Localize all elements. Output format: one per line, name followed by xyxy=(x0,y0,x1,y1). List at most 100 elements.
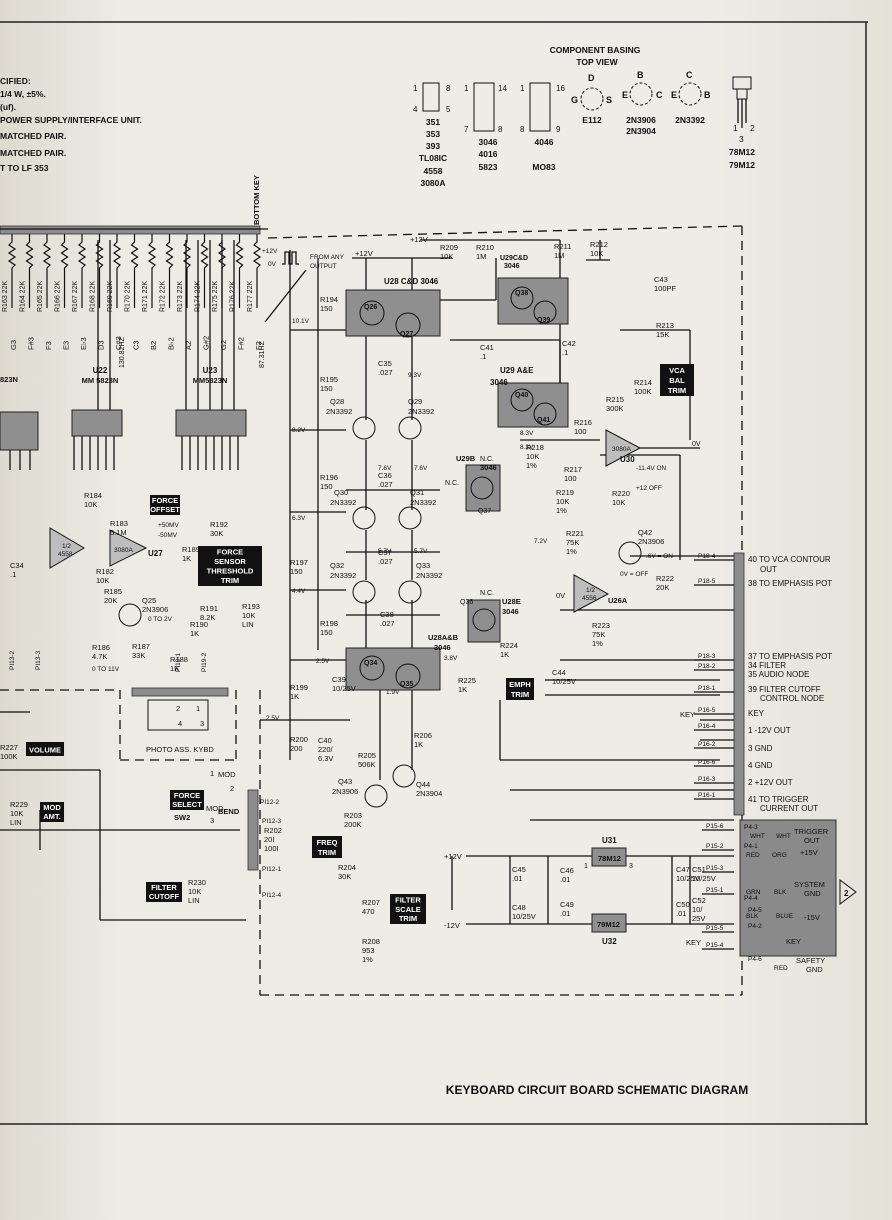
voltage-label: 7.2V xyxy=(534,538,548,545)
svg-text:Q35: Q35 xyxy=(400,681,413,688)
svg-text:3046: 3046 xyxy=(490,378,508,387)
svg-text:FREQ: FREQ xyxy=(317,838,338,847)
svg-text:KEY: KEY xyxy=(680,710,695,719)
svg-text:Q27: Q27 xyxy=(400,331,413,338)
svg-text:N.C.: N.C. xyxy=(480,590,494,597)
svg-text:10K: 10K xyxy=(96,576,109,585)
svg-text:R198: R198 xyxy=(320,619,338,628)
svg-text:R203: R203 xyxy=(344,811,362,820)
svg-text:1M: 1M xyxy=(476,252,486,261)
svg-text:R199: R199 xyxy=(290,683,308,692)
svg-text:LIN: LIN xyxy=(10,818,22,827)
svg-text:20I: 20I xyxy=(264,835,274,844)
svg-text:CIFIED:: CIFIED: xyxy=(0,76,31,86)
svg-text:10K: 10K xyxy=(10,809,23,818)
photo-pin-3: 3 xyxy=(200,719,204,728)
svg-text:Q30: Q30 xyxy=(334,488,348,497)
svg-text:U28A&B: U28A&B xyxy=(428,633,459,642)
svg-text:3080A: 3080A xyxy=(420,178,445,188)
plug-pin-label: P15-4 xyxy=(706,942,724,949)
svg-text:C: C xyxy=(656,90,663,100)
svg-text:VCA: VCA xyxy=(669,366,685,375)
u27-note: +50MV xyxy=(158,522,179,529)
svg-text:Q29: Q29 xyxy=(408,397,422,406)
svg-text:78M12: 78M12 xyxy=(598,854,621,863)
svg-text:-12V: -12V xyxy=(444,921,460,930)
basing-heading: COMPONENT BASING xyxy=(550,45,641,55)
svg-text:PI13-3: PI13-3 xyxy=(35,650,42,670)
plug-pin-label: P16-6 xyxy=(698,759,716,766)
svg-text:Q41: Q41 xyxy=(537,417,550,424)
u28cd-label: U28 C&D 3046 xyxy=(384,277,439,286)
svg-text:U26A: U26A xyxy=(608,596,628,605)
svg-text:BLUE: BLUE xyxy=(776,913,794,920)
svg-text:R187: R187 xyxy=(132,642,150,651)
svg-text:R175 22K: R175 22K xyxy=(212,281,219,312)
svg-text:A2: A2 xyxy=(184,341,193,350)
svg-text:5823: 5823 xyxy=(479,162,498,172)
svg-text:U29C&D: U29C&D xyxy=(500,255,528,262)
svg-text:2: 2 xyxy=(750,123,755,133)
capacitor-c36: C36.027 xyxy=(378,471,393,489)
svg-text:PI19-1: PI19-1 xyxy=(175,652,182,672)
output-plug-strip: P18-4P18-5P18-3P18-2P18-1P16-5P16-4P16-2… xyxy=(694,552,832,950)
svg-text:R168 22K: R168 22K xyxy=(90,281,97,312)
svg-text:C40: C40 xyxy=(318,736,332,745)
svg-text:1/4 W, ±5%.: 1/4 W, ±5%. xyxy=(0,89,46,99)
svg-text:1%: 1% xyxy=(526,461,537,470)
svg-text:F2: F2 xyxy=(254,341,263,350)
svg-text:10K: 10K xyxy=(612,498,625,507)
svg-text:79M12: 79M12 xyxy=(597,920,620,929)
voltage-label: 3.8V xyxy=(444,655,458,662)
svg-text:R210: R210 xyxy=(476,243,494,252)
svg-text:B: B xyxy=(704,90,711,100)
svg-text:R200: R200 xyxy=(290,735,308,744)
plug-pin-label: P15-2 xyxy=(706,843,724,850)
svg-text:FILTER: FILTER xyxy=(151,883,177,892)
svg-text:R219: R219 xyxy=(556,488,574,497)
voltage-label: 7.6V xyxy=(378,465,392,472)
svg-text:0 TO 11V: 0 TO 11V xyxy=(92,666,120,673)
svg-text:R209: R209 xyxy=(440,243,458,252)
svg-text:7: 7 xyxy=(464,125,469,134)
switch-sw2: MOD 1 2 3 MOD SW2 BEND xyxy=(174,769,240,825)
svg-text:R192: R192 xyxy=(210,520,228,529)
svg-text:R208: R208 xyxy=(362,937,380,946)
svg-text:LIN: LIN xyxy=(242,620,254,629)
svg-text:U22: U22 xyxy=(93,366,108,375)
svg-text:C51: C51 xyxy=(692,865,706,874)
output-label: 39 FILTER CUTOFF xyxy=(748,685,821,694)
svg-text:2N3906: 2N3906 xyxy=(626,115,656,125)
plug-pin-label: P15-1 xyxy=(706,887,724,894)
svg-text:R193: R193 xyxy=(242,602,260,611)
capacitor-c41: C41.1 xyxy=(480,343,494,361)
svg-text:100K: 100K xyxy=(0,752,18,761)
svg-text:Q28: Q28 xyxy=(330,397,344,406)
photo-ass-label: PHOTO ASS. KYBD xyxy=(146,745,214,754)
svg-text:0V = OFF: 0V = OFF xyxy=(620,571,648,578)
svg-text:3080A: 3080A xyxy=(612,446,631,453)
svg-text:R216: R216 xyxy=(574,418,592,427)
svg-text:2: 2 xyxy=(230,784,234,793)
output-label: 34 FILTER xyxy=(748,661,786,670)
svg-text:C52: C52 xyxy=(692,896,706,905)
plug-pin-label: P18-5 xyxy=(698,578,716,585)
transistor-q42: Q42 2N3906 .6V = ON 0V = OFF xyxy=(618,528,673,578)
svg-text:8: 8 xyxy=(520,125,525,134)
svg-text:S: S xyxy=(606,95,612,105)
svg-text:TRIM: TRIM xyxy=(318,848,336,857)
svg-text:CUTOFF: CUTOFF xyxy=(149,892,180,901)
